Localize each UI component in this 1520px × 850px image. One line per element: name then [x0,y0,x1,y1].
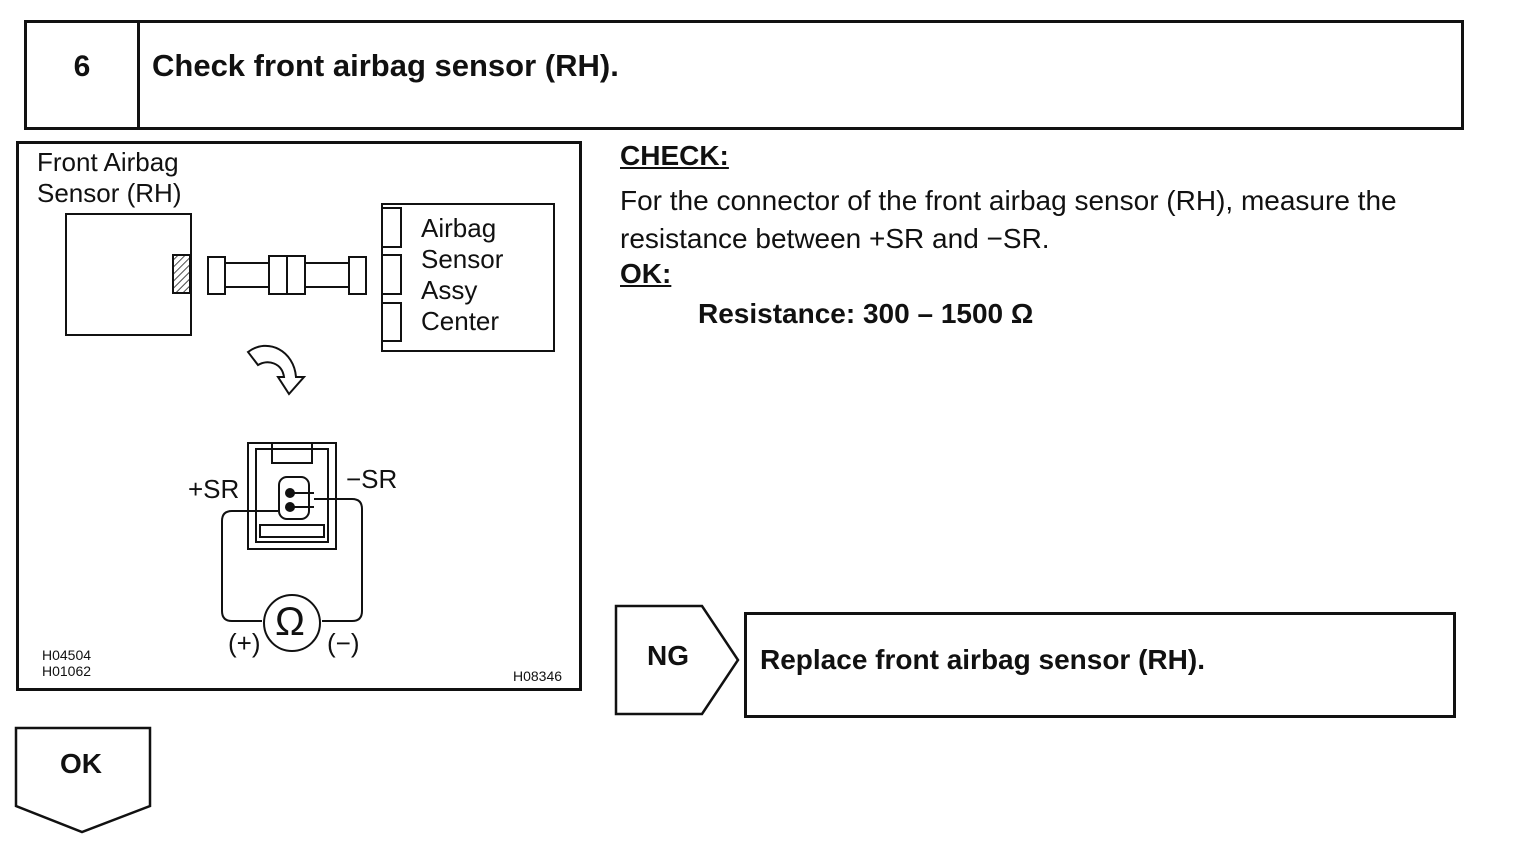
ohmmeter [263,594,321,652]
terminal-pos-label: +SR [188,474,240,504]
ng-action: Replace front airbag sensor (RH). [760,644,1205,675]
center-label-line1: Airbag [421,213,497,243]
center-label-line3: Assy [421,275,478,305]
connector-face-inner [255,448,329,543]
check-instruction: For the connector of the front airbag se… [620,185,1397,254]
center-pin-3 [381,302,402,342]
harness-wire-left [224,262,270,288]
check-label: CHECK: [620,140,729,171]
step-title: Check front airbag sensor (RH). [152,48,619,83]
harness-wire-right [304,262,350,288]
ng-action-box [744,612,1456,718]
center-pin-1 [381,207,402,248]
harness-plug-right [348,256,367,295]
lead-plus [221,510,278,622]
wiring-figure: Front Airbag Sensor (RH) Airbag Sensor A… [16,141,582,691]
center-label-line2: Sensor [421,244,504,274]
meter-neg-label: (−) [327,628,360,658]
harness-connector-a [268,255,288,295]
step-number: 6 [73,50,91,83]
meter-pos-label: (+) [228,628,261,658]
figure-code-2: H01062 [42,663,92,679]
center-pin-2 [381,254,402,295]
step-header: 6 Check front airbag sensor (RH). [24,20,1464,130]
terminal-neg-label: −SR [346,464,398,494]
connector-latch [271,442,313,464]
terminal-plus [285,488,295,498]
ok-label: OK [60,748,102,779]
terminal-housing [278,476,310,520]
connector-lower-slot [259,524,325,538]
sensor-label-line2: Sensor (RH) [37,178,182,208]
sensor-connector [172,254,191,294]
harness-plug-left [207,256,226,295]
sensor-label-line1: Front Airbag [37,147,179,177]
center-label-line4: Center [421,306,500,336]
ng-arrow-badge [614,604,740,716]
ok-arrow-badge [14,726,152,834]
ng-label: NG [647,640,689,671]
ok-spec-label: OK: [620,258,672,289]
figure-code-1: H04504 [42,647,92,663]
curved-arrow [246,345,307,396]
figure-code-3: H08346 [513,668,563,684]
connector-diagram [65,203,555,652]
harness-connector-b [286,255,306,295]
header-divider [137,20,140,130]
resistance-spec: Resistance: 300 – 1500 Ω [698,298,1034,329]
lead-minus [314,498,363,622]
figure-frame [16,141,582,691]
ohm-symbol: Ω [275,600,305,644]
terminal-minus [285,502,295,512]
header-frame [24,20,1464,130]
